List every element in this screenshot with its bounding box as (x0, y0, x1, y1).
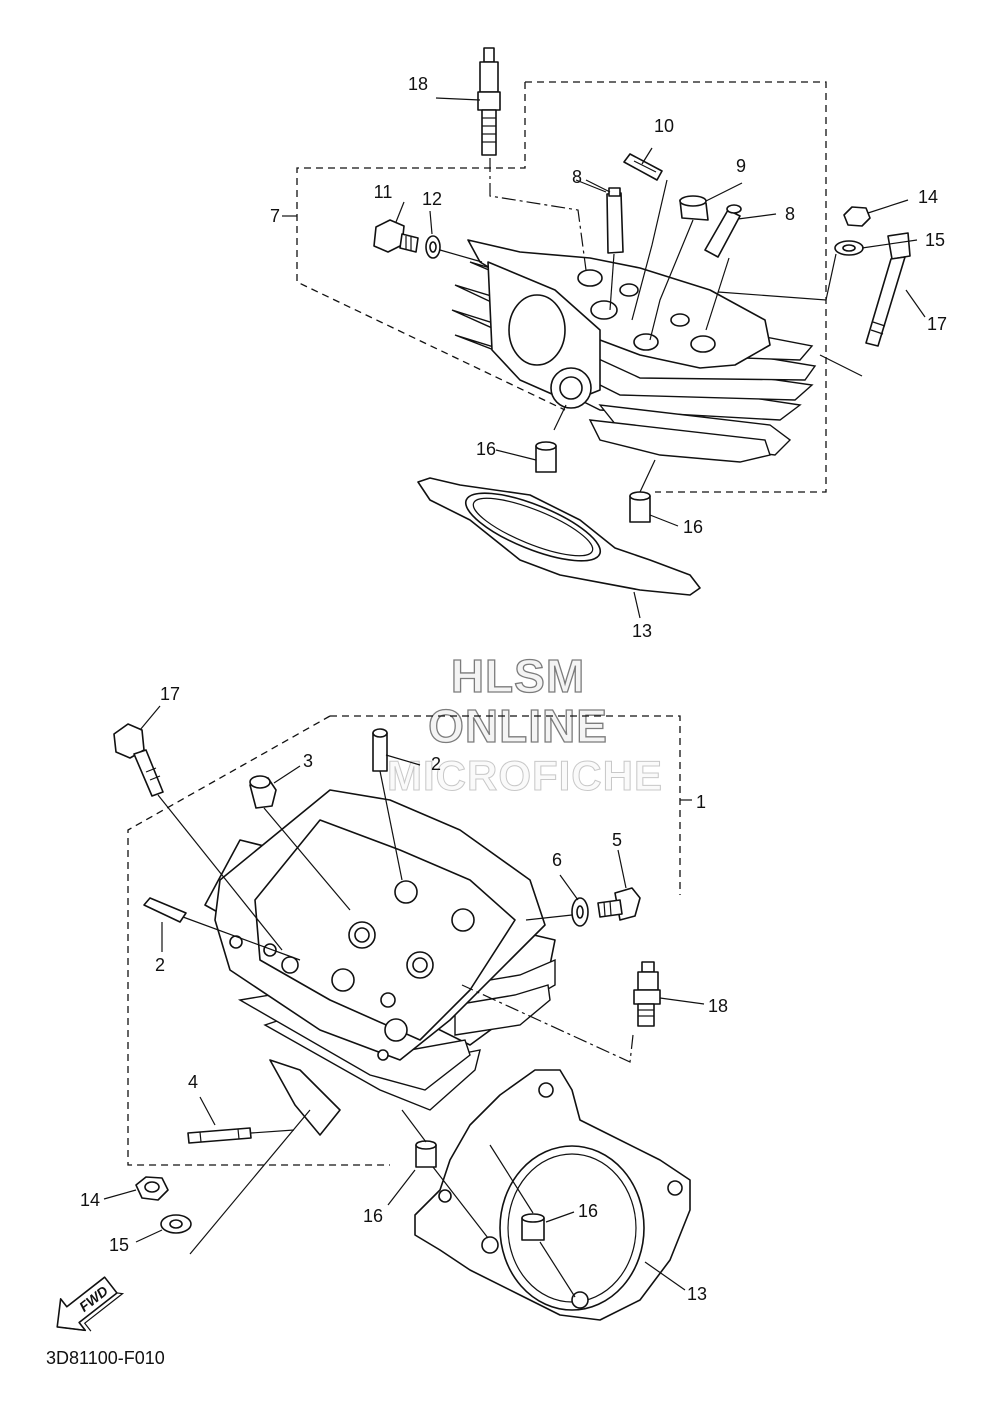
callout-9-upper: 9 (736, 156, 746, 176)
spark-plug-lower (461, 961, 661, 1063)
bolt-5 (525, 887, 641, 921)
fwd-arrow-icon: FWD (56, 1276, 125, 1332)
valve-guide-8b (704, 204, 742, 258)
lower-callouts: 17 3 2 1 6 5 2 18 4 14 16 16 15 13 (80, 684, 728, 1304)
callout-18-lower: 18 (708, 996, 728, 1016)
front-cylinder-head (204, 789, 556, 1136)
plug-3 (249, 775, 351, 911)
callout-12-upper: 12 (422, 189, 442, 209)
group-boundary-1 (330, 715, 681, 895)
callout-15-upper: 15 (925, 230, 945, 250)
dowel-pin-16-upper-b (629, 491, 651, 523)
watermark-line-1: HLSM (451, 650, 585, 702)
upper-callouts: 18 10 9 8 8 11 12 7 14 15 17 16 16 13 (270, 74, 947, 641)
dowel-pin-2a (372, 728, 403, 881)
callout-17-lower: 17 (160, 684, 180, 704)
washer-6 (571, 897, 589, 927)
nut-14-lower (135, 1176, 169, 1201)
washer-15-upper (834, 240, 864, 256)
watermark-line-2: ONLINE (428, 700, 608, 752)
callout-8b-upper: 8 (785, 204, 795, 224)
watermark: HLSM ONLINE MICROFICHE (387, 649, 663, 799)
callout-16a-upper: 16 (476, 439, 496, 459)
callout-3-lower: 3 (303, 751, 313, 771)
callout-1-lower: 1 (696, 792, 706, 812)
callout-16b-lower: 16 (578, 1201, 598, 1221)
valve-guide-8a (606, 187, 624, 254)
nut-14-upper (843, 206, 871, 227)
stud-bolt-4 (187, 1127, 295, 1144)
valve-stem-seal-9 (679, 195, 709, 221)
cylinder-head-gasket-upper (417, 477, 701, 596)
bolt-17-lower (113, 723, 283, 951)
lower-assembly: 17 3 2 1 6 5 2 18 4 14 16 16 15 13 (80, 684, 728, 1321)
dowel-pin-16-lower-a (415, 1140, 437, 1168)
callout-7-upper: 7 (270, 206, 280, 226)
callout-8a-upper: 8 (572, 167, 582, 187)
bolt-11 (373, 219, 419, 253)
washer-12 (425, 235, 483, 263)
callout-17-upper: 17 (927, 314, 947, 334)
callout-2b-lower: 2 (155, 955, 165, 975)
group-boundary-7 (525, 81, 827, 493)
callout-5-lower: 5 (612, 830, 622, 850)
rear-cylinder-head (451, 239, 817, 463)
callout-14-lower: 14 (80, 1190, 100, 1210)
upper-assembly: 18 10 9 8 8 11 12 7 14 15 17 16 16 13 (270, 47, 947, 641)
dowel-pin-16-upper-a (535, 441, 557, 473)
washer-15-lower (160, 1109, 311, 1255)
callout-11-upper: 11 (374, 182, 393, 202)
callout-16b-upper: 16 (683, 517, 703, 537)
watermark-line-3: MICROFICHE (387, 752, 663, 799)
callout-18-upper: 18 (408, 74, 428, 94)
callout-4-lower: 4 (188, 1072, 198, 1092)
dowel-pin-16-lower-b (521, 1213, 545, 1241)
callout-6-lower: 6 (552, 850, 562, 870)
diagram-code: 3D81100-F010 (46, 1348, 165, 1368)
callout-13-lower: 13 (687, 1284, 707, 1304)
cylinder-head-gasket-lower (414, 1069, 691, 1321)
upper-reference-lines (282, 97, 926, 619)
callout-16a-lower: 16 (363, 1206, 383, 1226)
callout-13-upper: 13 (632, 621, 652, 641)
bolt-17-upper (865, 232, 911, 347)
lower-reference-lines (103, 705, 705, 1298)
stud-bolt-10 (623, 153, 663, 181)
callout-15-lower: 15 (109, 1235, 129, 1255)
dowel-pin-2b (143, 897, 301, 961)
callout-2a-lower: 2 (431, 754, 441, 774)
group-boundary-1-left (127, 715, 390, 1166)
group-boundary-7-left (296, 82, 566, 411)
spark-plug-upper (477, 47, 587, 271)
callout-14-upper: 14 (918, 187, 938, 207)
callout-10-upper: 10 (654, 116, 674, 136)
